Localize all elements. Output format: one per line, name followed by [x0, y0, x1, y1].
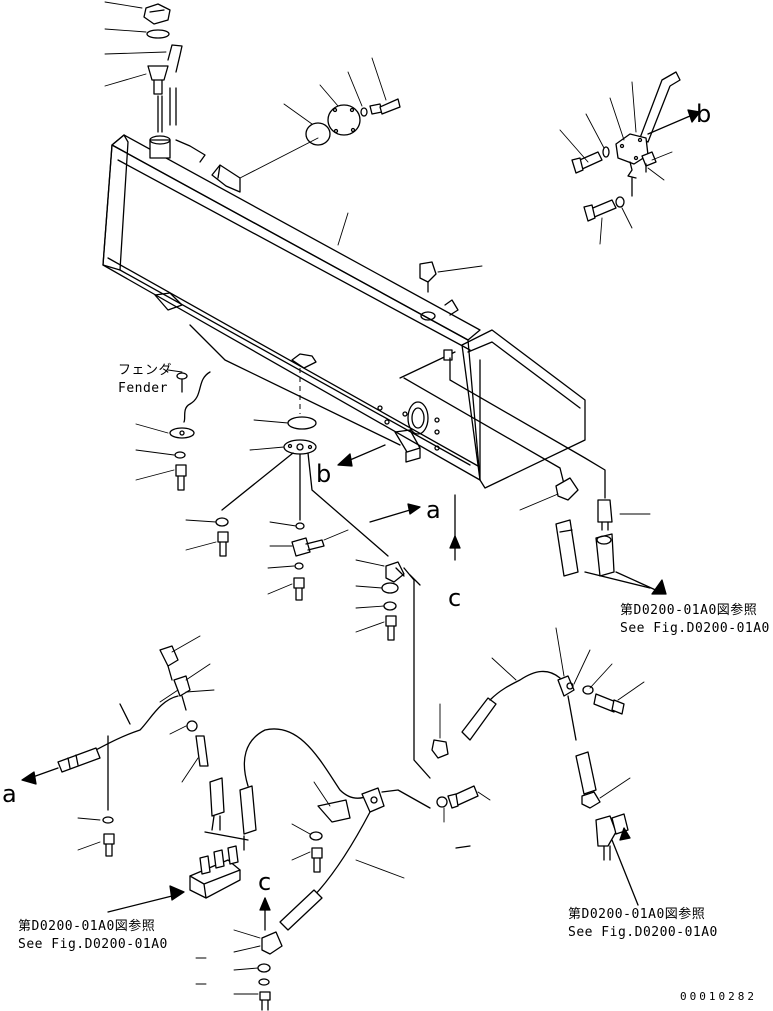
- fender-break-line: [183, 371, 211, 423]
- clip-left-top: [159, 645, 179, 667]
- hose-clamp-1: [431, 739, 449, 759]
- filler-chain: [175, 139, 206, 163]
- tank-sender-flange: [407, 401, 429, 435]
- tank-boss-1: [377, 405, 383, 411]
- sender-unit-assembly: [221, 353, 421, 557]
- tank-handle: [211, 164, 241, 193]
- hose-sleeve-2: [575, 751, 597, 795]
- fender-label-jp: フェンダ: [118, 363, 172, 378]
- cover-bolt: [379, 98, 401, 115]
- fender-bolt: [175, 464, 187, 477]
- breather-elbow: [419, 261, 483, 293]
- drain-valve-detail: [559, 71, 701, 245]
- fender-label-en: Fender: [118, 381, 168, 396]
- hose-clamp-2: [581, 791, 601, 809]
- ref-label-jp-1: 第D0200-01A0図参照: [620, 602, 757, 618]
- hose-sleeve-lower: [279, 889, 323, 931]
- filler-strap: [167, 44, 183, 73]
- arrow-c-tank: [449, 494, 461, 561]
- marker-a-tank: a: [426, 496, 441, 524]
- ref-label-en-1: See Fig.D0200-01A0: [620, 621, 770, 636]
- sender-gasket: [287, 416, 317, 430]
- tank-boss-2: [384, 419, 390, 425]
- junction-block: [189, 859, 241, 899]
- marker-b-detail: b: [696, 100, 711, 128]
- straight-fitting: [597, 499, 613, 523]
- fender-mounting: [135, 369, 211, 491]
- valve-washer-2: [615, 196, 625, 208]
- hose-end-b: [239, 785, 257, 835]
- document-id: 00010282: [680, 990, 757, 1003]
- fender-spacer: [176, 372, 188, 380]
- marker-c-tank: c: [448, 584, 461, 612]
- elbow-fitting: [555, 477, 579, 501]
- junction-block-assembly: [107, 728, 371, 913]
- fuel-line-left: [21, 635, 215, 857]
- cover-gasket: [305, 122, 331, 146]
- marker-c-bottom: c: [258, 868, 271, 896]
- ref-label-jp-3: 第D0200-01A0図参照: [568, 906, 705, 922]
- tank-boss-3: [434, 429, 440, 435]
- banjo-lower: [261, 931, 283, 955]
- center-clamp-assembly: [195, 781, 491, 1011]
- clip-bolt: [593, 693, 617, 713]
- banjo-fittings: [355, 559, 405, 641]
- sender-cap: [291, 353, 317, 369]
- sender-fittings-left: [185, 517, 349, 601]
- marker-b-tank: b: [316, 460, 331, 488]
- cover-leader: [239, 137, 319, 179]
- banjo-fitting: [385, 561, 405, 583]
- filler-cap-part: [143, 3, 171, 25]
- tank-side-plate-1: [154, 292, 183, 311]
- fuel-hose-upper: [489, 670, 561, 701]
- connector-right: [595, 815, 617, 847]
- hose-end-left: [57, 747, 101, 773]
- hose-end-1: [555, 519, 579, 577]
- cover-washer: [360, 107, 368, 117]
- right-hose-fittings: [403, 357, 667, 595]
- diagram-labels: フェンダ Fender b b a c a c 第D0200-01A0図参照 S…: [2, 100, 770, 1003]
- breather-seat: [420, 311, 436, 321]
- filler-neck-assembly: [104, 1, 206, 163]
- clip-upper: [557, 675, 575, 697]
- hose-end-2: [595, 533, 615, 577]
- cover-plate: [327, 104, 361, 136]
- banjo-body: [381, 582, 399, 594]
- tank-front-side: [102, 144, 481, 481]
- tank-left-face: [102, 134, 129, 271]
- ref-label-en-2: See Fig.D0200-01A0: [18, 937, 168, 952]
- tank-boss-4: [434, 445, 440, 451]
- clamp-bracket: [317, 799, 351, 823]
- filler-neck: [149, 139, 171, 159]
- filler-gasket: [146, 29, 170, 39]
- ref-label-jp-2: 第D0200-01A0図参照: [18, 918, 155, 934]
- marker-a-left: a: [2, 780, 17, 808]
- valve-lever: [639, 77, 673, 143]
- hose-sleeve-1: [461, 697, 497, 741]
- filler-strainer: [147, 65, 169, 81]
- fuel-hose-arch: [243, 728, 371, 799]
- fuel-line-right: [403, 567, 645, 906]
- fitting-nipple: [291, 537, 311, 557]
- fender-washer: [169, 427, 195, 439]
- top-fitting-boss: [443, 349, 453, 361]
- filler-rod: [169, 87, 177, 126]
- line-vertical: [403, 567, 431, 779]
- hose-end-a: [209, 777, 225, 817]
- fuel-tank: [102, 134, 586, 489]
- ref-label-en-3: See Fig.D0200-01A0: [568, 925, 718, 940]
- fitting-washer-1: [215, 517, 229, 527]
- inspection-cover-assembly: [239, 57, 401, 246]
